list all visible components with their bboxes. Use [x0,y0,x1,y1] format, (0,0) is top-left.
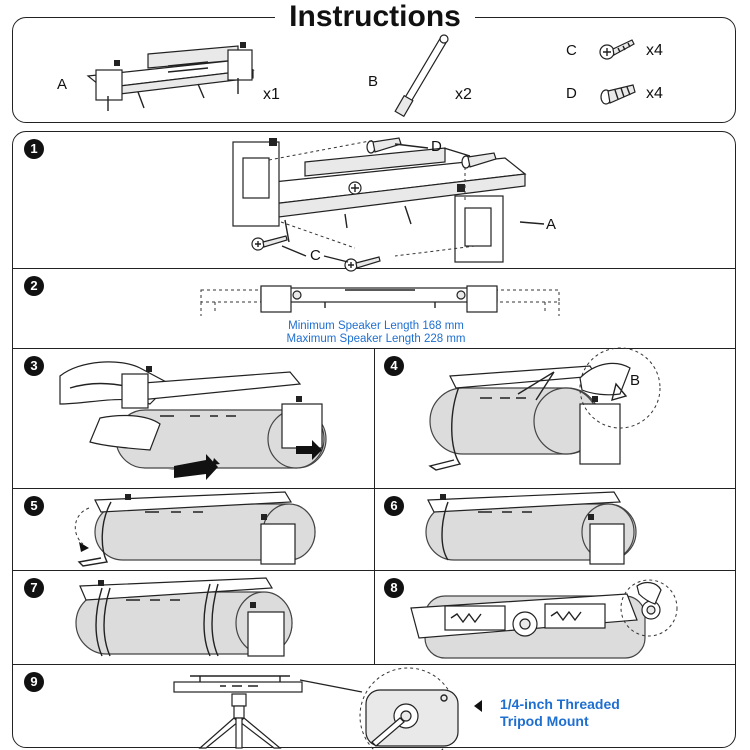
step-9-tripod-diagram [173,675,303,749]
step-2-adjustable-bracket-diagram [200,285,560,316]
step-1-anchor-d-right [461,152,497,169]
step-1-callout-a: A [546,216,557,233]
part-a-letter: A [57,76,68,93]
step-5-number: 5 [24,496,44,516]
step-9-tripod-note: 1/4-inch Threaded Tripod Mount [500,696,680,730]
part-a-qty: x1 [263,86,280,103]
strap-pin-icon [394,34,449,118]
step-1-anchor-d-top [366,137,402,154]
part-c-qty: x4 [646,42,663,59]
step-5-wrap-strap-diagram [74,491,316,567]
part-b-letter: B [368,73,379,90]
screw-icon [599,39,635,60]
part-b-qty: x2 [455,86,472,103]
step-9-number: 9 [24,672,44,692]
step-4-number: 4 [384,356,404,376]
step-9-tripod-line2: Tripod Mount [500,713,589,729]
part-d-letter: D [566,85,577,102]
divider-step7-step9 [13,664,735,665]
page-title-text: Instructions [275,0,475,33]
step-9-mount-closeup [359,667,459,750]
wall-anchor-icon [600,84,636,105]
step-9-pointer-arrow [474,700,482,712]
step-9-tripod-line1: 1/4-inch Threaded [500,696,620,712]
step-7-number: 7 [24,578,44,598]
step-7-both-straps-diagram [75,577,293,657]
step-2-max-length: Maximum Speaker Length 228 mm [286,333,466,345]
step-6-secured-strap-diagram [425,491,637,565]
step-4-attach-strap-diagram [428,347,661,471]
parts-list-panel [12,17,736,123]
step-2-min-length: Minimum Speaker Length 168 mm [288,320,464,332]
step-8-number: 8 [384,578,404,598]
step-2-note: Minimum Speaker Length 168 mm Maximum Sp… [236,320,516,346]
step-1-number: 1 [24,139,44,159]
column-divider [374,348,375,664]
step-6-number: 6 [384,496,404,516]
step-1-wall-mount-diagram [232,138,527,263]
step-1-callout-c: C [310,247,321,264]
part-d-qty: x4 [646,85,663,102]
step-8-adjust-knob-diagram [410,579,678,659]
step-3-number: 3 [24,356,44,376]
step-3-insert-speaker-diagram [59,361,327,480]
step-1-screw-c-left [251,235,288,251]
bracket-icon [86,42,255,111]
page-title: Instructions [0,0,750,36]
step-1-screw-c-right [344,256,381,272]
step-4-callout-b: B [630,372,641,389]
step-2-number: 2 [24,276,44,296]
step-1-callout-d: D [431,138,442,155]
part-c-letter: C [566,42,577,59]
divider-step1-step2 [13,268,735,269]
